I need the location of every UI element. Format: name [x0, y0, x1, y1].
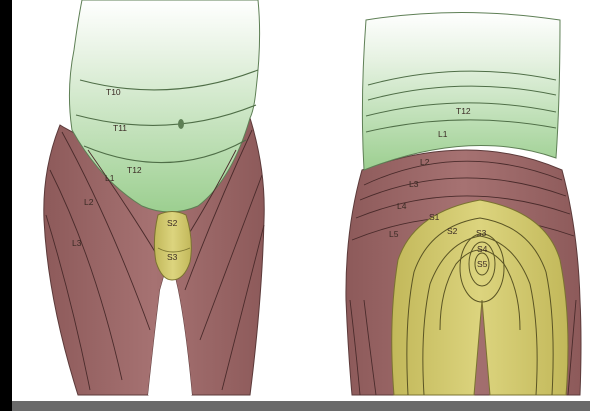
label-l2: L2 [84, 197, 94, 207]
posterior-view: T12 L1 L2 L3 L4 L5 S1 S2 S3 S4 S5 [346, 13, 581, 396]
label-t10: T10 [106, 87, 121, 97]
label-post-l5: L5 [389, 229, 399, 239]
label-s2: S2 [167, 218, 178, 228]
label-t12: T12 [127, 165, 142, 175]
label-post-s2: S2 [447, 226, 458, 236]
navel [178, 119, 184, 129]
label-l1: L1 [105, 173, 115, 183]
posterior-thoracic-region [362, 13, 560, 171]
label-post-s4: S4 [477, 244, 488, 254]
label-post-s5: S5 [477, 259, 488, 269]
anterior-view: T10 T11 T12 L1 L2 L3 S2 S3 [44, 0, 264, 395]
label-s3: S3 [167, 252, 178, 262]
bottom-bar [12, 401, 590, 411]
label-post-l1: L1 [438, 129, 448, 139]
label-t11: T11 [113, 123, 127, 133]
label-post-l3: L3 [409, 179, 419, 189]
label-post-s1: S1 [429, 212, 440, 222]
label-post-s3: S3 [476, 228, 487, 238]
label-post-l2: L2 [420, 157, 430, 167]
label-post-l4: L4 [397, 201, 407, 211]
label-l3: L3 [72, 238, 82, 248]
label-post-t12: T12 [456, 106, 471, 116]
